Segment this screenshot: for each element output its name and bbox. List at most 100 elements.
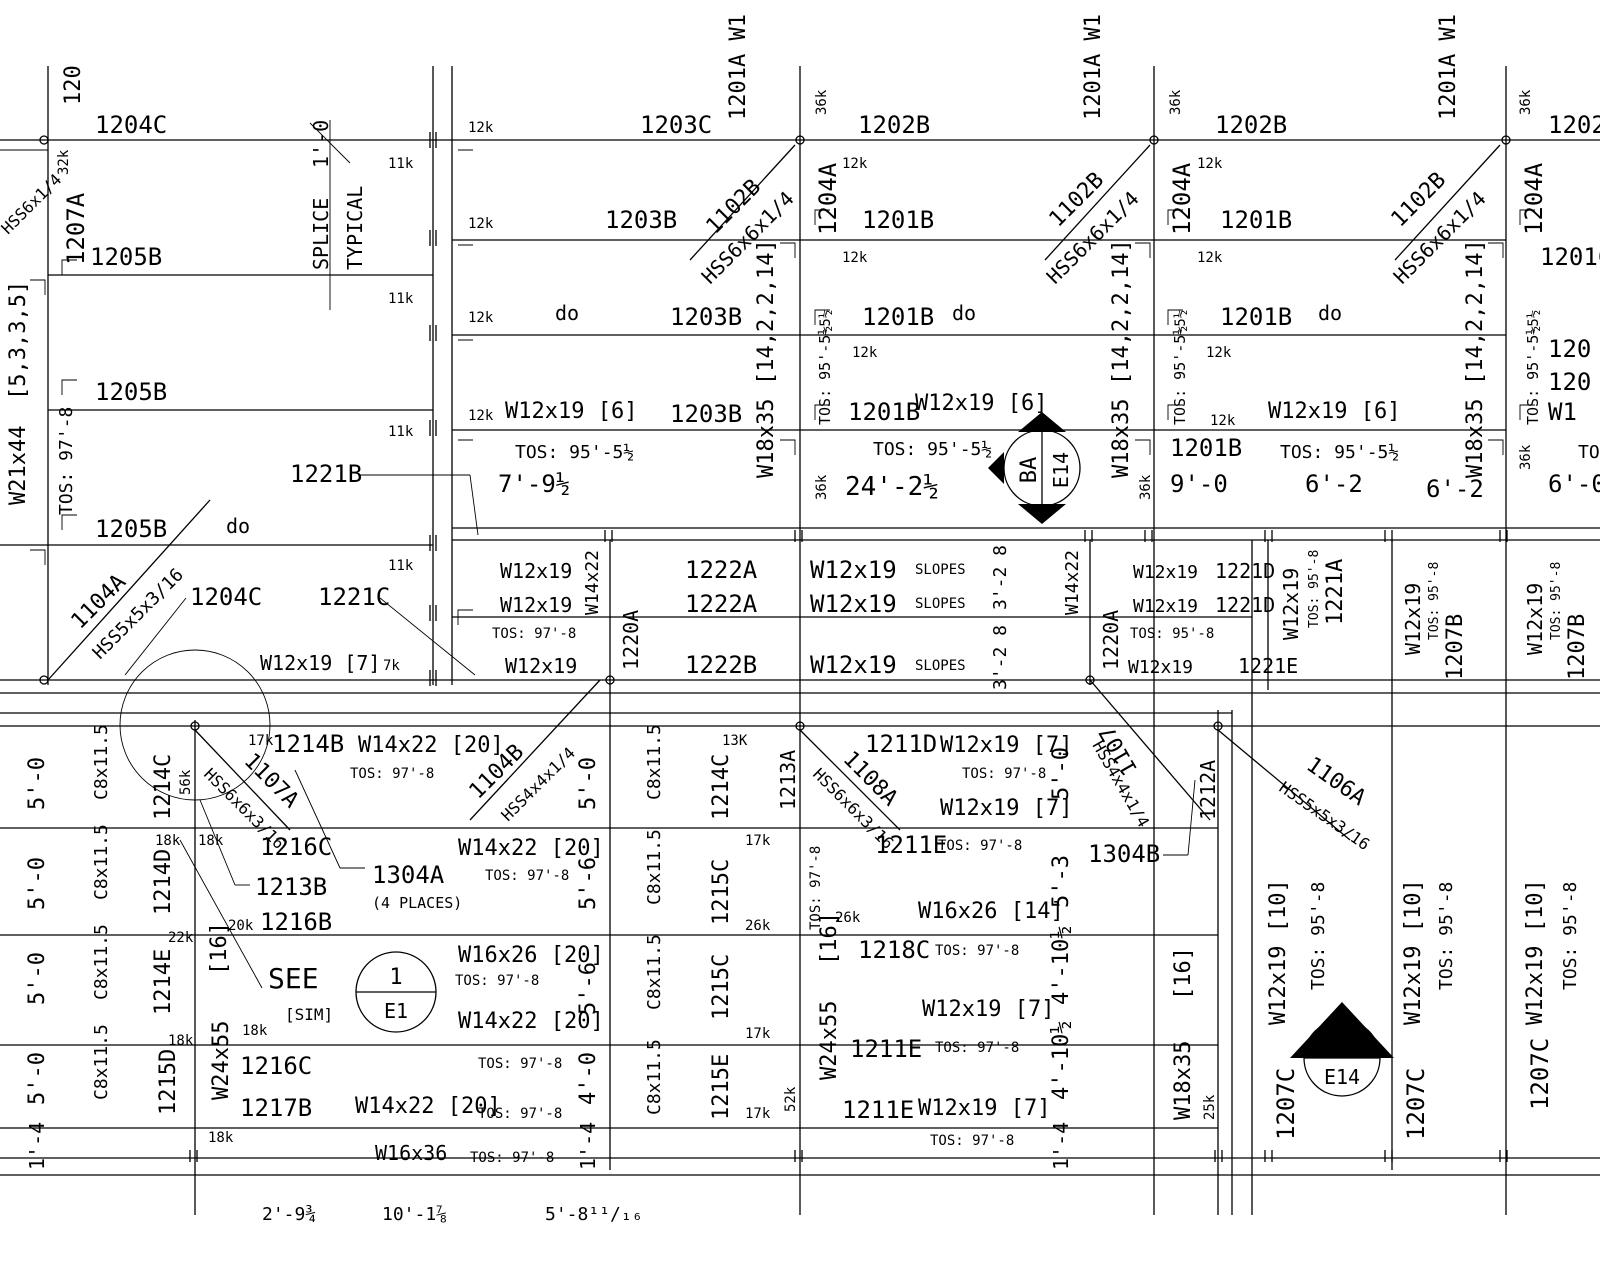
beam-size: W14x22 [20] bbox=[355, 1094, 501, 1119]
dimension: 5'-0 bbox=[25, 1052, 50, 1105]
reaction: 36k bbox=[1138, 474, 1154, 500]
mid-label: W12x19 bbox=[505, 654, 577, 678]
upper-label: 1202 bbox=[1548, 111, 1600, 139]
tos-label: TO bbox=[1578, 442, 1600, 463]
reaction: 36k bbox=[814, 474, 830, 500]
mid-label: W12x19 bbox=[1133, 562, 1198, 583]
mid-label: W12x19 bbox=[810, 651, 897, 679]
reaction: 36k bbox=[1518, 89, 1534, 115]
reaction: 12k bbox=[468, 310, 494, 326]
dimension: 4'-10½ bbox=[1049, 1021, 1074, 1100]
beam-size: [16] bbox=[207, 922, 232, 975]
section-mark-e1: 1 E1 bbox=[355, 951, 437, 1033]
beam-size: W12x19 [6] bbox=[1268, 399, 1400, 424]
upper-label: 1201A W1 bbox=[1436, 14, 1461, 120]
dimension: 4'-10½ bbox=[1049, 926, 1074, 1005]
beam-size: W16x26 [14] bbox=[918, 899, 1064, 924]
mid-label: TOS: 95'-8 bbox=[1427, 562, 1442, 640]
upper-label: 120 bbox=[61, 65, 86, 105]
tos-label: TOS: 97'-8 bbox=[455, 973, 539, 989]
mid-label: W12x19 bbox=[500, 593, 572, 617]
mid-label: SLOPES bbox=[915, 658, 966, 674]
reaction: 12k bbox=[1210, 413, 1236, 429]
piece-mark: 1214E bbox=[151, 949, 176, 1015]
mid-label: W12x19 bbox=[500, 559, 572, 583]
piece-mark: 1214C bbox=[151, 754, 176, 820]
diagonal-braces bbox=[0, 144, 1501, 841]
beam-size: W16x36 bbox=[375, 1141, 447, 1165]
beam-label: 1205B bbox=[90, 243, 162, 271]
piece-mark: (4 PLACES) bbox=[372, 894, 462, 912]
tos-label: TOS: 97'-8 bbox=[935, 943, 1019, 959]
channel-label: C8x11.5 bbox=[644, 829, 665, 905]
reaction: 36k bbox=[1168, 89, 1184, 115]
splice-label: SPLICE bbox=[309, 198, 333, 270]
reaction: 22k bbox=[168, 930, 194, 946]
column-label: 1207C bbox=[1526, 1038, 1554, 1110]
beam-size: W12x19 [7] bbox=[940, 796, 1072, 821]
dimension: 5'-3 bbox=[1049, 855, 1074, 908]
piece-mark: 1217B bbox=[240, 1094, 312, 1122]
upper-label: 1203C bbox=[640, 111, 712, 139]
dimension: 6'-2 bbox=[1426, 475, 1484, 503]
reaction: 17k bbox=[745, 1106, 771, 1122]
dimension: 1'-4 bbox=[1049, 1122, 1073, 1170]
piece-mark: 1215E bbox=[709, 1054, 734, 1120]
piece-mark: 1212A bbox=[1196, 760, 1220, 820]
callout: 1221C bbox=[318, 583, 390, 611]
piece-mark: 1214C bbox=[709, 754, 734, 820]
reaction: 11k bbox=[388, 424, 414, 440]
tos-label: TOS: 97'-8 bbox=[478, 1056, 562, 1072]
reaction: 12k bbox=[468, 216, 494, 232]
beam-label: 1203B bbox=[670, 400, 742, 428]
reaction: 52k bbox=[783, 1086, 799, 1112]
piece-mark: [SIM] bbox=[285, 1005, 333, 1024]
mid-label: W12x19 bbox=[1279, 568, 1303, 640]
piece-mark: 1214D bbox=[151, 849, 176, 915]
mid-label: TOS: 95'-8 bbox=[1130, 626, 1214, 642]
reaction: 12k bbox=[1197, 250, 1223, 266]
beam-label: 1203B bbox=[605, 206, 677, 234]
reaction: 12k bbox=[468, 408, 494, 424]
reaction: 26k bbox=[835, 910, 861, 926]
dimension: 5'-6 bbox=[576, 962, 601, 1015]
beam-label: 1201B bbox=[1220, 303, 1292, 331]
dimension: 5'-0 bbox=[25, 757, 50, 810]
piece-mark: 1218C bbox=[858, 936, 930, 964]
column-label: 1204A bbox=[1168, 162, 1196, 235]
tos-label: TOS: 97'-8 bbox=[962, 766, 1046, 782]
reaction: 12k bbox=[468, 120, 494, 136]
piece-mark: 1304B bbox=[1088, 840, 1160, 868]
beam-size: W12x19 [7] bbox=[940, 733, 1072, 758]
dimension: 7'-9½ bbox=[498, 470, 570, 498]
section-mark-bd-top: BD bbox=[1329, 1031, 1356, 1056]
section-mark-bd-bottom: E14 bbox=[1324, 1065, 1360, 1089]
beam-size: W24x55 bbox=[817, 1001, 842, 1080]
dimension: 1'-4 bbox=[25, 1122, 49, 1170]
beam-size: W24x55 bbox=[209, 1021, 234, 1100]
channel-label: C8x11.5 bbox=[91, 824, 112, 900]
reaction: 36k bbox=[1518, 444, 1534, 470]
piece-mark: 1211E bbox=[842, 1096, 914, 1124]
beam-size: W12x19 [7] bbox=[918, 1096, 1050, 1121]
mid-label: W12x19 bbox=[1133, 596, 1198, 617]
column-label: -5½ bbox=[818, 310, 834, 335]
reaction: 12k bbox=[842, 156, 868, 172]
beam-label: 1201B bbox=[1170, 434, 1242, 462]
column-label: W18x35 bbox=[754, 399, 779, 478]
reaction: 18k bbox=[208, 1130, 234, 1146]
beam-label: 1205B bbox=[95, 515, 167, 543]
reaction: 11k bbox=[388, 291, 414, 307]
dimension: 5'-0 bbox=[576, 757, 601, 810]
beam-label: 1203B bbox=[670, 303, 742, 331]
dimension: 5'-6 bbox=[576, 857, 601, 910]
piece-mark: 1211E bbox=[850, 1035, 922, 1063]
piece-mark: 1215C bbox=[709, 954, 734, 1020]
beam-label: do bbox=[952, 301, 976, 325]
detail-circle bbox=[119, 649, 271, 801]
reaction: 11k bbox=[388, 558, 414, 574]
column-label: W12x19 [10] bbox=[1523, 879, 1548, 1025]
column-label: 1204A bbox=[814, 162, 842, 235]
brace-label: HSS6x1/4 bbox=[0, 170, 65, 238]
column-label: -5½ bbox=[1173, 310, 1189, 335]
